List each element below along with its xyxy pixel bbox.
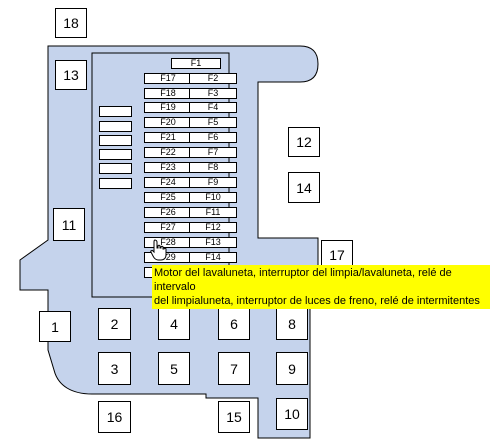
tooltip-line-2: del limpialuneta, interruptor de luces d… bbox=[154, 295, 480, 307]
fuse-f17[interactable]: F17 bbox=[144, 73, 192, 84]
relay-2[interactable]: 2 bbox=[98, 308, 131, 340]
fuse-f12[interactable]: F12 bbox=[189, 222, 237, 233]
fuse-f5[interactable]: F5 bbox=[189, 117, 237, 128]
fuse-f27[interactable]: F27 bbox=[144, 222, 192, 233]
relay-9[interactable]: 9 bbox=[276, 352, 308, 385]
relay-7[interactable]: 7 bbox=[218, 352, 250, 385]
relay-8[interactable]: 8 bbox=[276, 308, 308, 340]
relay-12[interactable]: 12 bbox=[288, 127, 320, 157]
relay-3[interactable]: 3 bbox=[98, 352, 131, 385]
fuse-f23[interactable]: F23 bbox=[144, 162, 192, 173]
fuse-f18[interactable]: F18 bbox=[144, 88, 192, 99]
fuse-f9[interactable]: F9 bbox=[189, 177, 237, 188]
fuse-f7[interactable]: F7 bbox=[189, 147, 237, 158]
relay-4[interactable]: 4 bbox=[158, 308, 190, 340]
fuse-f8[interactable]: F8 bbox=[189, 162, 237, 173]
relay-5[interactable]: 5 bbox=[158, 352, 190, 385]
fuse-f22[interactable]: F22 bbox=[144, 147, 192, 158]
fuse-f13[interactable]: F13 bbox=[189, 237, 237, 248]
relay-14[interactable]: 14 bbox=[288, 172, 320, 203]
fuse-tooltip: Motor del lavaluneta, interruptor del li… bbox=[152, 265, 490, 309]
hand-cursor-icon bbox=[150, 239, 167, 261]
relay-16[interactable]: 16 bbox=[98, 401, 131, 433]
empty-slot bbox=[99, 121, 132, 132]
fuse-f26[interactable]: F26 bbox=[144, 207, 192, 218]
empty-slot bbox=[99, 178, 132, 189]
fuse-f1[interactable]: F1 bbox=[171, 58, 221, 69]
fuse-f11[interactable]: F11 bbox=[189, 207, 237, 218]
fuse-f21[interactable]: F21 bbox=[144, 132, 192, 143]
relay-11[interactable]: 11 bbox=[53, 208, 85, 241]
fuse-f2[interactable]: F2 bbox=[189, 73, 237, 84]
fuse-f20[interactable]: F20 bbox=[144, 117, 192, 128]
relay-13[interactable]: 13 bbox=[55, 60, 87, 90]
fuse-f14[interactable]: F14 bbox=[189, 252, 237, 263]
relay-1[interactable]: 1 bbox=[39, 311, 71, 342]
relay-6[interactable]: 6 bbox=[218, 308, 250, 340]
fuse-f25[interactable]: F25 bbox=[144, 192, 192, 203]
relay-18[interactable]: 18 bbox=[55, 8, 87, 38]
fuse-f6[interactable]: F6 bbox=[189, 132, 237, 143]
fuse-f10[interactable]: F10 bbox=[189, 192, 237, 203]
relay-10[interactable]: 10 bbox=[276, 398, 308, 430]
fuse-f24[interactable]: F24 bbox=[144, 177, 192, 188]
empty-slot bbox=[99, 149, 132, 160]
tooltip-line-1: Motor del lavaluneta, interruptor del li… bbox=[154, 267, 452, 293]
empty-slot bbox=[99, 135, 132, 146]
fuse-f4[interactable]: F4 bbox=[189, 102, 237, 113]
fuse-f19[interactable]: F19 bbox=[144, 102, 192, 113]
empty-slot bbox=[99, 106, 132, 117]
relay-15[interactable]: 15 bbox=[218, 401, 250, 433]
empty-slot bbox=[99, 163, 132, 174]
fuse-f3[interactable]: F3 bbox=[189, 88, 237, 99]
